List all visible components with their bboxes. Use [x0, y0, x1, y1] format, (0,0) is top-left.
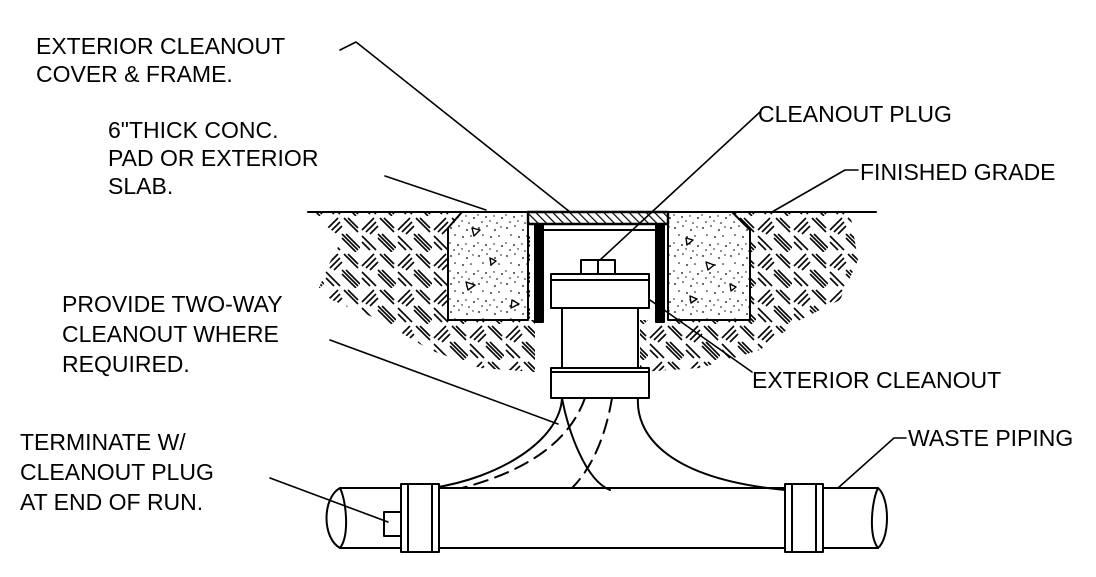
earth-fill-under — [380, 320, 535, 372]
wye-dashed-left — [461, 397, 586, 489]
label-finished-grade-line-1: FINISHED GRADE — [860, 159, 1056, 185]
label-concrete-pad-line-3: SLAB. — [108, 173, 173, 199]
label-two-way-line-1: PROVIDE TWO-WAY — [62, 291, 282, 317]
label-cover-frame: EXTERIOR CLEANOUT COVER & FRAME. — [36, 33, 291, 87]
label-exterior-cleanout: EXTERIOR CLEANOUT — [752, 367, 1001, 393]
label-waste-piping-line-1: WASTE PIPING — [908, 425, 1073, 451]
label-terminate-line-2: CLEANOUT PLUG — [20, 459, 214, 485]
pipe-end-right — [870, 487, 888, 549]
label-two-way-line-2: CLEANOUT WHERE — [62, 321, 279, 347]
concrete-aggregate — [465, 227, 737, 309]
label-concrete-pad-line-1: 6"THICK CONC. — [108, 117, 278, 143]
label-finished-grade: FINISHED GRADE — [860, 159, 1056, 185]
coupling-left — [400, 483, 440, 553]
label-cover-frame-line-1: EXTERIOR CLEANOUT — [36, 33, 285, 59]
cleanout-cover — [526, 210, 670, 226]
concrete-pad-left — [447, 211, 529, 321]
label-terminate-line-1: TERMINATE W/ — [20, 429, 186, 455]
label-cleanout-plug: CLEANOUT PLUG — [758, 101, 952, 127]
riser-pipe — [561, 307, 639, 369]
label-exterior-cleanout-line-1: EXTERIOR CLEANOUT — [752, 367, 1001, 393]
frame-wall-left — [534, 221, 544, 323]
labels: EXTERIOR CLEANOUT COVER & FRAME. CLEANOU… — [20, 33, 1073, 515]
leader-lines — [269, 41, 907, 523]
wye-branch — [431, 397, 786, 491]
earth-fill-right — [728, 212, 858, 320]
label-two-way-line-3: REQUIRED. — [62, 351, 190, 377]
coupling-right — [784, 483, 824, 553]
label-terminate-line-3: AT END OF RUN. — [20, 489, 203, 515]
label-cleanout-plug-line-1: CLEANOUT PLUG — [758, 101, 952, 127]
pipe-end-left — [325, 487, 348, 549]
label-waste-piping: WASTE PIPING — [908, 425, 1073, 451]
label-concrete-pad: 6"THICK CONC. PAD OR EXTERIOR SLAB. — [108, 117, 325, 199]
wye-dashed-right — [571, 397, 613, 489]
label-two-way: PROVIDE TWO-WAY CLEANOUT WHERE REQUIRED. — [62, 291, 289, 377]
earth-fill-under-right — [640, 320, 800, 372]
earth-fill-left — [330, 212, 462, 320]
label-terminate: TERMINATE W/ CLEANOUT PLUG AT END OF RUN… — [20, 429, 220, 515]
label-concrete-pad-line-2: PAD OR EXTERIOR — [108, 145, 318, 171]
end-plug — [383, 511, 402, 537]
label-cover-frame-line-2: COVER & FRAME. — [36, 61, 233, 87]
